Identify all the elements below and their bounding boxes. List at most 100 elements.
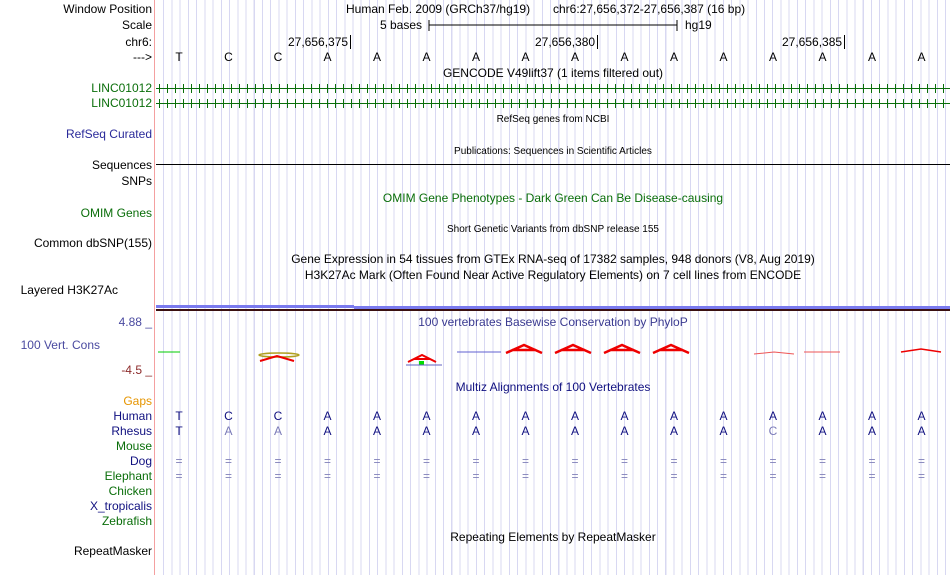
base: A — [521, 424, 530, 438]
scale-label: 5 bases — [380, 18, 423, 32]
base: A — [917, 50, 926, 64]
track-label-linc01012[interactable]: LINC01012 — [91, 81, 152, 95]
sequences-line — [156, 164, 950, 165]
base: = — [620, 469, 628, 483]
dbsnp-title: Short Genetic Variants from dbSNP releas… — [447, 224, 659, 235]
phylop-peaks — [505, 343, 690, 355]
track-label-omim[interactable]: OMIM Genes — [80, 206, 152, 220]
species-elephant: Elephant — [104, 469, 152, 483]
track-label-repeatmasker[interactable]: RepeatMasker — [73, 544, 152, 558]
base: A — [719, 409, 728, 423]
base: A — [372, 424, 381, 438]
label-strand[interactable]: ---> — [133, 50, 152, 64]
refseq-title: RefSeq genes from NCBI — [496, 114, 610, 125]
base: A — [669, 424, 678, 438]
track-label-sequences[interactable]: Sequences — [91, 158, 152, 172]
base: = — [521, 454, 529, 468]
scale-bar — [428, 20, 678, 31]
track-label-phylop[interactable]: 100 Vert. Cons — [20, 338, 100, 352]
base: A — [867, 409, 876, 423]
base: A — [323, 424, 332, 438]
base: A — [471, 424, 480, 438]
omim-title: OMIM Gene Phenotypes - Dark Green Can Be… — [382, 191, 724, 205]
base: = — [224, 454, 232, 468]
species-xtropicalis: X_tropicalis — [89, 499, 152, 513]
base: = — [422, 469, 430, 483]
base: = — [868, 469, 876, 483]
scale-assembly: hg19 — [685, 18, 712, 32]
base: A — [917, 424, 926, 438]
species-zebrafish: Zebrafish — [101, 514, 152, 528]
phylop-mark — [419, 361, 424, 365]
label-divider[interactable] — [154, 0, 155, 575]
base: = — [373, 469, 381, 483]
base: = — [818, 469, 826, 483]
base: A — [273, 424, 282, 438]
base: T — [175, 50, 183, 64]
base: = — [323, 454, 331, 468]
species-rhesus: Rhesus — [111, 424, 152, 438]
base: A — [521, 50, 530, 64]
base: A — [669, 409, 678, 423]
species-dog: Dog — [129, 454, 152, 468]
base: = — [917, 454, 925, 468]
base: A — [620, 424, 629, 438]
base: A — [818, 424, 827, 438]
species-human: Human — [113, 409, 152, 423]
base: A — [471, 50, 480, 64]
base: C — [273, 50, 283, 64]
h3k27ac-baseline — [156, 309, 950, 311]
base: = — [472, 454, 480, 468]
phylop-title: 100 vertebrates Basewise Conservation by… — [418, 315, 688, 329]
h3k27ac-signal — [156, 305, 354, 308]
assembly-title: Human Feb. 2009 (GRCh37/hg19) — [346, 2, 531, 16]
base: = — [670, 469, 678, 483]
base: = — [769, 454, 777, 468]
base: = — [620, 454, 628, 468]
phylop-min: -4.5 _ — [121, 363, 152, 377]
base: = — [571, 454, 579, 468]
base: A — [372, 409, 381, 423]
label-window-position: Window Position — [63, 2, 152, 16]
base: = — [917, 469, 925, 483]
base: A — [422, 424, 431, 438]
ruler-tick: 27,656,380 — [535, 35, 599, 49]
base: A — [818, 409, 827, 423]
base: C — [273, 409, 283, 423]
base: A — [867, 50, 876, 64]
track-label-dbsnp[interactable]: Common dbSNP(155) — [33, 236, 152, 250]
base: = — [422, 454, 430, 468]
base: = — [670, 454, 678, 468]
track-label-h3k27ac[interactable]: Layered H3K27Ac — [20, 283, 118, 297]
base: A — [620, 409, 629, 423]
base: = — [719, 469, 727, 483]
base: A — [867, 424, 876, 438]
gene-linc01012-2[interactable] — [156, 99, 950, 108]
base: A — [471, 409, 480, 423]
track-label-gaps[interactable]: Gaps — [123, 394, 152, 408]
phylop-graph — [158, 343, 942, 366]
base: A — [372, 50, 381, 64]
gene-linc01012[interactable] — [156, 84, 950, 93]
base: A — [323, 409, 332, 423]
gtex-title: Gene Expression in 54 tissues from GTEx … — [291, 252, 815, 266]
track-label-snps[interactable]: SNPs — [121, 174, 152, 188]
track-label-linc01012-2[interactable]: LINC01012 — [91, 96, 152, 110]
multiz-title: Multiz Alignments of 100 Vertebrates — [455, 380, 651, 394]
phylop-max: 4.88 _ — [118, 315, 152, 329]
base: C — [224, 50, 233, 64]
base: T — [175, 424, 183, 438]
base: = — [521, 469, 529, 483]
base: A — [521, 409, 530, 423]
h3k27ac-title: H3K27Ac Mark (Often Found Near Active Re… — [304, 268, 802, 282]
label-scale: Scale — [121, 18, 152, 32]
track-label-refseq[interactable]: RefSeq Curated — [65, 127, 152, 141]
phylop-mark — [407, 353, 437, 363]
base: A — [768, 50, 777, 64]
base: = — [274, 454, 282, 468]
base: = — [868, 454, 876, 468]
base: = — [175, 469, 183, 483]
base: T — [175, 409, 183, 423]
base: A — [570, 409, 579, 423]
base: = — [769, 469, 777, 483]
